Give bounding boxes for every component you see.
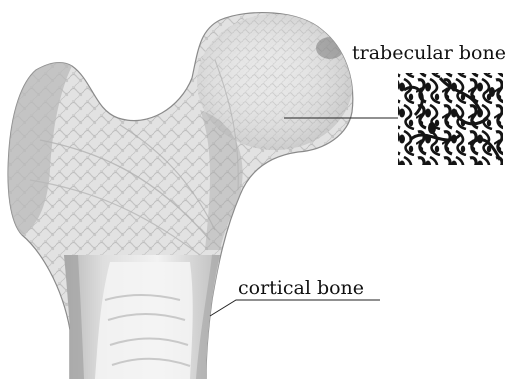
cortical-leader-line bbox=[210, 300, 380, 316]
trabecular-bone-label: trabecular bone bbox=[352, 42, 506, 64]
femur-bone bbox=[8, 13, 353, 379]
cortical-bone-label: cortical bone bbox=[238, 277, 364, 299]
trabecular-microstructure-inset bbox=[398, 73, 503, 165]
